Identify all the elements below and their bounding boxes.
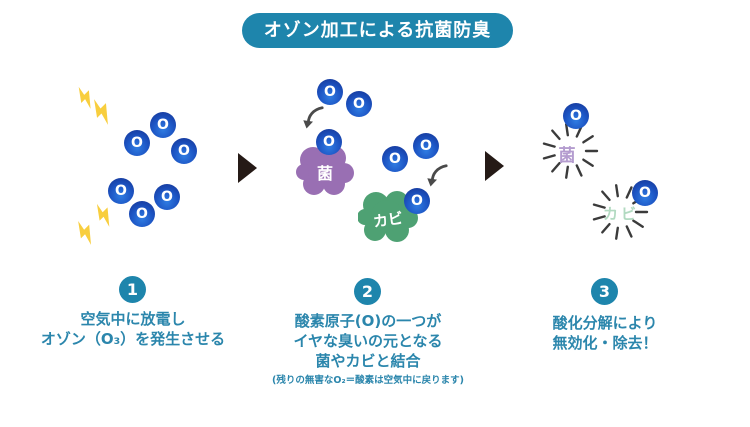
lightning-icon bbox=[70, 217, 100, 247]
ozone-molecule: O bbox=[563, 103, 589, 129]
step-line: 無効化・除去！ bbox=[552, 334, 658, 352]
step-2-text: 酸素原子(O)の一つが イヤな臭いの元となる 菌やカビと結合 (残りの無害なO₂… bbox=[248, 311, 488, 387]
oxygen-label: O bbox=[639, 185, 651, 201]
ozone-molecule: O bbox=[316, 129, 342, 155]
oxygen-label: O bbox=[411, 193, 423, 209]
header-badge: オゾン加工による抗菌防臭 bbox=[242, 13, 513, 48]
step-line: イヤな臭いの元となる bbox=[293, 332, 443, 350]
step-line: 菌やカビと結合 bbox=[315, 352, 421, 370]
step-line: オゾン（O₃）を発生させる bbox=[40, 330, 226, 348]
ozone-molecule: O bbox=[150, 112, 176, 138]
ozone-molecule: O bbox=[171, 138, 197, 164]
step-line: 酸素原子(O)の一つが bbox=[294, 312, 442, 330]
step-line: 酸化分解により bbox=[552, 314, 658, 332]
ozone-molecule: O bbox=[632, 180, 658, 206]
bacteria-label: 菌 bbox=[316, 164, 333, 183]
oxygen-label: O bbox=[389, 151, 401, 167]
attach-arrow-icon bbox=[301, 105, 325, 129]
ozone-molecule: O bbox=[108, 178, 134, 204]
step-number-3: 3 bbox=[591, 278, 618, 305]
faded-mold-label: カビ bbox=[602, 205, 639, 223]
ozone-molecule: O bbox=[346, 91, 372, 117]
oxygen-label: O bbox=[178, 143, 190, 159]
ozone-molecule: O bbox=[129, 201, 155, 227]
attach-arrow-icon bbox=[425, 163, 449, 187]
oxygen-label: O bbox=[115, 183, 127, 199]
step-1-text: 空気中に放電し オゾン（O₃）を発生させる bbox=[13, 309, 253, 349]
step-number-2: 2 bbox=[354, 278, 381, 305]
faded-bacteria-label: 菌 bbox=[558, 146, 576, 166]
arrow-right-icon bbox=[485, 151, 504, 181]
ozone-molecule: O bbox=[124, 130, 150, 156]
step-note: (残りの無害なO₂＝酸素は空気中に戻ります) bbox=[272, 375, 464, 386]
ozone-molecule: O bbox=[404, 188, 430, 214]
oxygen-label: O bbox=[161, 189, 173, 205]
bacteria-blob bbox=[296, 146, 354, 196]
ozone-molecule: O bbox=[413, 133, 439, 159]
oxygen-label: O bbox=[324, 84, 336, 100]
oxygen-label: O bbox=[353, 96, 365, 112]
oxygen-label: O bbox=[420, 138, 432, 154]
ozone-molecule: O bbox=[154, 184, 180, 210]
ozone-molecule: O bbox=[382, 146, 408, 172]
lightning-icon bbox=[72, 83, 100, 111]
oxygen-label: O bbox=[157, 117, 169, 133]
oxygen-label: O bbox=[131, 135, 143, 151]
mold-blob bbox=[358, 190, 418, 243]
arrow-right-icon bbox=[238, 153, 257, 183]
oxygen-label: O bbox=[323, 134, 335, 150]
step-line: 空気中に放電し bbox=[80, 310, 186, 328]
step-number-1: 1 bbox=[119, 276, 146, 303]
step-3-text: 酸化分解により 無効化・除去！ bbox=[495, 313, 715, 353]
lightning-icon bbox=[90, 200, 119, 229]
oxygen-label: O bbox=[136, 206, 148, 222]
ozone-molecule: O bbox=[317, 79, 343, 105]
burst-icon bbox=[538, 119, 602, 183]
page-title: オゾン加工による抗菌防臭 bbox=[263, 20, 492, 41]
oxygen-label: O bbox=[570, 108, 582, 124]
lightning-icon bbox=[86, 95, 119, 128]
